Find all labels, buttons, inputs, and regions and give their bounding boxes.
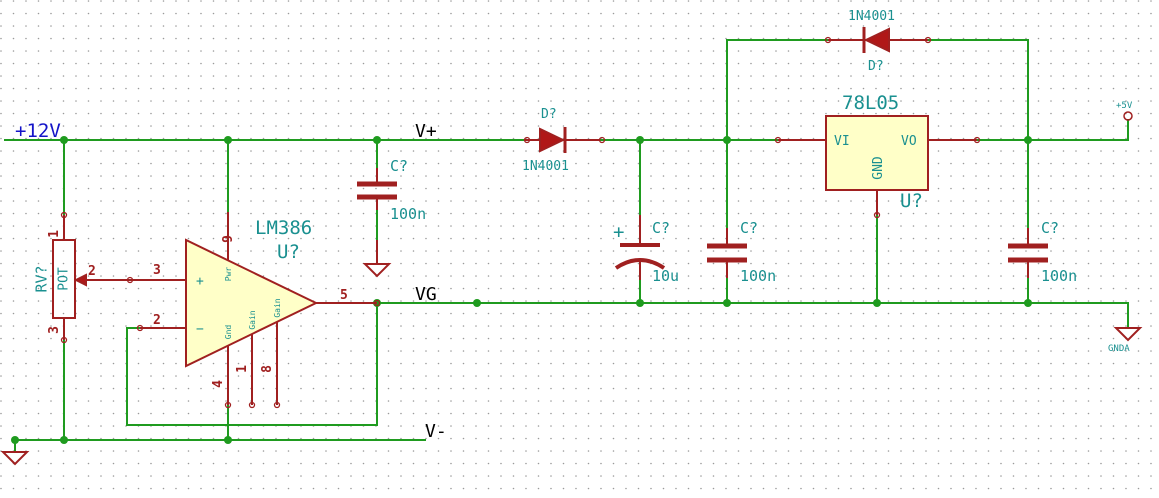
c1-value: 100n bbox=[390, 205, 426, 223]
c4-value: 100n bbox=[1041, 267, 1077, 285]
capacitor-c2: + C? 10u bbox=[613, 215, 679, 285]
c3-ref: C? bbox=[740, 219, 758, 237]
amp-label-gain1: Gain bbox=[248, 310, 257, 329]
pot-pin1: 1 bbox=[47, 230, 62, 238]
c1-ref: C? bbox=[390, 157, 408, 175]
lm386-amplifier: LM386 U? 3 2 5 6 4 1 8 + − Pwr Gnd Gain … bbox=[130, 212, 381, 409]
d1-value: 1N4001 bbox=[522, 159, 569, 174]
amp-minus-sign: − bbox=[196, 322, 204, 337]
c2-value: 10u bbox=[652, 267, 679, 285]
gnda-symbol bbox=[1113, 327, 1143, 342]
regulator-body bbox=[825, 115, 929, 191]
c3-value: 100n bbox=[740, 267, 776, 285]
regulator-part: 78L05 bbox=[842, 92, 899, 114]
power-5v-symbol bbox=[1123, 111, 1133, 121]
ground-vminus bbox=[0, 451, 30, 466]
c2-ref: C? bbox=[652, 219, 670, 237]
ground-c1 bbox=[362, 240, 392, 278]
capacitor-c4: C? 100n bbox=[1008, 219, 1077, 285]
amp-label-pwr: Pwr bbox=[224, 267, 233, 282]
pot-body bbox=[52, 239, 76, 319]
regulator-78l05: 78L05 VI VO GND U? bbox=[774, 92, 981, 219]
amp-pin-noninv: 3 bbox=[153, 263, 161, 278]
net-label-vminus: V- bbox=[425, 421, 447, 442]
pot-pin3: 3 bbox=[47, 326, 62, 334]
power-12v: +12V bbox=[15, 120, 61, 142]
pot-wiper-arrow bbox=[73, 273, 87, 287]
amp-pin-pwr: 6 bbox=[218, 235, 233, 243]
c2-polarity-plus: + bbox=[613, 221, 624, 243]
power-5v: +5V bbox=[1116, 101, 1133, 121]
amp-label-gnd: Gnd bbox=[224, 325, 233, 340]
diode-d2: 1N4001 D? bbox=[824, 9, 932, 74]
potentiometer: POT RV? 1 3 2 bbox=[33, 211, 134, 344]
pot-value: POT bbox=[57, 267, 72, 291]
regulator-vo: VO bbox=[901, 134, 917, 149]
c2-curved-plate bbox=[614, 258, 666, 270]
regulator-vi: VI bbox=[834, 134, 850, 149]
d1-triangle bbox=[539, 127, 566, 153]
net-label-vplus: V+ bbox=[415, 121, 437, 142]
amp-pin-inv: 2 bbox=[153, 313, 161, 328]
capacitor-c1: C? 100n bbox=[357, 157, 426, 223]
amp-pin-gain1: 1 bbox=[235, 365, 250, 373]
pot-pin2: 2 bbox=[88, 264, 96, 279]
pot-ref: RV? bbox=[33, 265, 51, 292]
regulator-ref: U? bbox=[900, 190, 923, 212]
d1-ref: D? bbox=[541, 107, 557, 122]
d2-triangle bbox=[863, 27, 890, 53]
amp-pin-gain8: 8 bbox=[260, 365, 275, 373]
power-12v-label: +12V bbox=[15, 120, 61, 142]
power-5v-label: +5V bbox=[1116, 101, 1133, 111]
amp-pin-out: 5 bbox=[340, 288, 348, 303]
d2-ref: D? bbox=[868, 59, 884, 74]
ground-symbol-left bbox=[0, 451, 30, 466]
amp-pin-gnd: 4 bbox=[211, 380, 226, 388]
ground-gnda: GNDA bbox=[1108, 327, 1143, 354]
net-label-vg: VG bbox=[415, 284, 437, 305]
capacitor-c3: C? 100n bbox=[707, 219, 776, 285]
regulator-gnd: GND bbox=[871, 156, 886, 180]
d2-value: 1N4001 bbox=[848, 9, 895, 24]
amp-plus-sign: + bbox=[196, 274, 204, 289]
wires bbox=[4, 39, 1129, 453]
amp-ref: U? bbox=[277, 241, 300, 263]
gnda-label: GNDA bbox=[1108, 344, 1130, 354]
c4-ref: C? bbox=[1041, 219, 1059, 237]
amp-part: LM386 bbox=[255, 217, 312, 239]
amp-label-gain2: Gain bbox=[273, 298, 282, 317]
diode-d1: D? 1N4001 bbox=[522, 107, 606, 174]
